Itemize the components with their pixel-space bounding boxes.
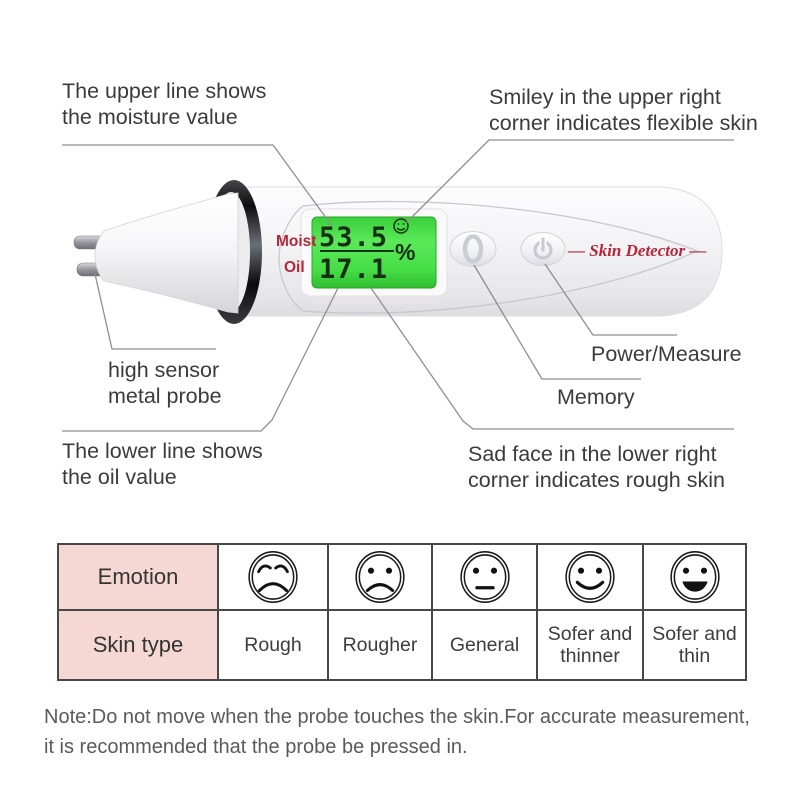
annotation-memory: Memory	[557, 385, 635, 409]
annotation-probe: high sensor metal probe	[108, 358, 222, 409]
callout-probe	[94, 273, 216, 350]
smile-face-icon	[565, 551, 615, 603]
neutral-face-icon	[459, 551, 510, 603]
grin-face-icon	[669, 551, 720, 603]
callout-memory	[473, 264, 641, 380]
very-sad-face-icon	[248, 551, 298, 603]
emotion-cell	[431, 543, 538, 611]
sad-face-icon	[355, 551, 405, 603]
table-row-emotion: Emotion	[57, 543, 747, 611]
oil-value: 17.1	[319, 254, 389, 285]
memory-oval-icon	[462, 234, 484, 264]
skin-type-cell: Sofer and thin	[642, 609, 747, 681]
callout-sad	[370, 287, 734, 430]
table-row-skin-type: Skin type Rough Rougher General Sofer an…	[57, 609, 747, 681]
annotation-sad-face: Sad face in the lower right corner indic…	[468, 442, 725, 493]
callout-power	[544, 263, 677, 336]
cone-notch	[233, 243, 237, 260]
emotion-cell	[327, 543, 433, 611]
lcd-screen	[311, 216, 437, 289]
oil-label: Oil	[284, 259, 305, 276]
skin-type-cell: Rough	[217, 609, 329, 681]
callout-moisture	[62, 144, 333, 227]
callout-oil	[62, 287, 339, 432]
emotion-table: Emotion	[57, 543, 747, 681]
brand-label: — Skin Detector —	[568, 241, 707, 260]
note-text: Note:Do not move when the probe touches …	[44, 706, 750, 758]
power-icon	[533, 236, 553, 260]
emotion-header-cell: Emotion	[57, 543, 219, 611]
emotion-cell	[217, 543, 329, 611]
skin-type-header-cell: Skin type	[57, 609, 219, 681]
probe-cone	[94, 192, 239, 314]
moist-label: Moist	[276, 233, 317, 250]
emotion-cell	[642, 543, 747, 611]
callout-lines	[62, 139, 734, 432]
skin-type-cell: General	[431, 609, 538, 681]
memory-button	[449, 231, 497, 267]
percent-unit: %	[395, 239, 416, 265]
emotion-cell	[536, 543, 644, 611]
power-button	[520, 232, 566, 266]
annotation-moisture: The upper line shows the moisture value	[62, 79, 267, 130]
smiley-face-icon	[393, 218, 409, 234]
skin-type-cell: Sofer and thinner	[536, 609, 644, 681]
skin-type-cell: Rougher	[327, 609, 433, 681]
callout-smiley	[405, 139, 734, 224]
moisture-value: 53.5	[319, 222, 389, 253]
panel-outline	[278, 200, 699, 314]
annotation-smiley: Smiley in the upper right corner indicat…	[489, 85, 758, 136]
annotation-power: Power/Measure	[591, 342, 742, 366]
annotation-oil: The lower line shows the oil value	[62, 439, 263, 490]
